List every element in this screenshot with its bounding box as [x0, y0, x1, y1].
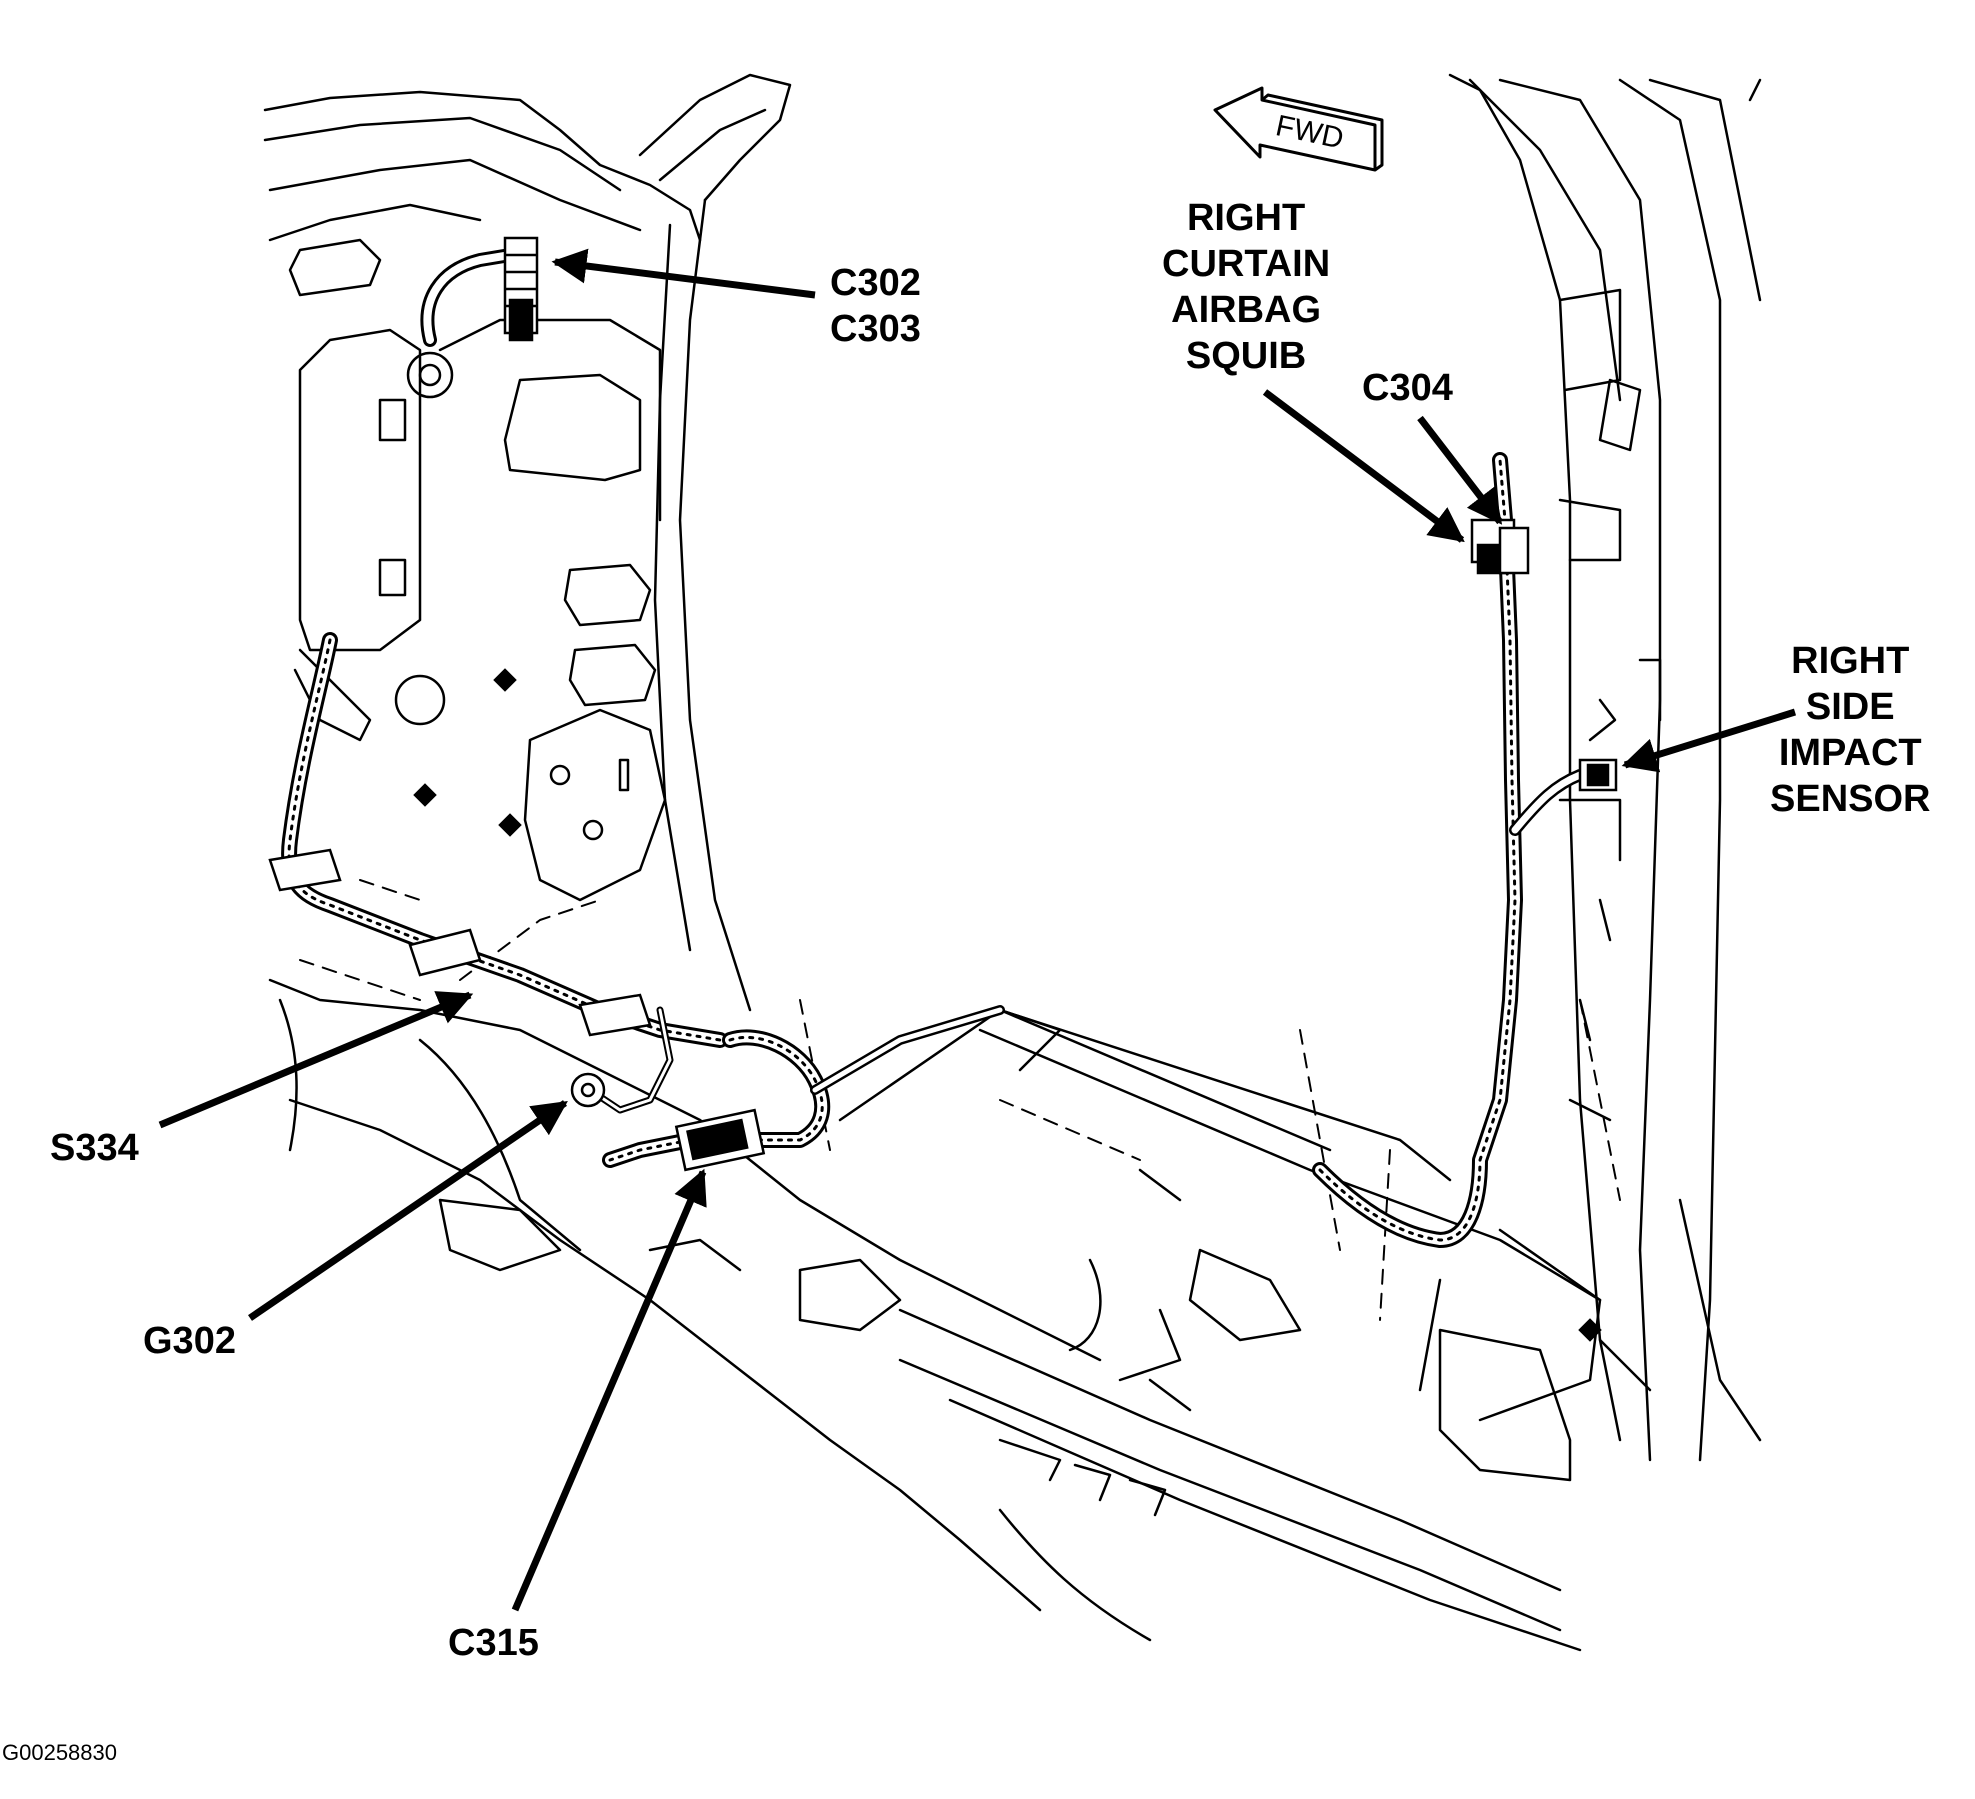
callout-c302-c303: C302 C303 [830, 260, 921, 352]
leader-right-side-impact-sensor [1621, 708, 1797, 773]
callout-c304: C304 [1362, 365, 1453, 411]
leader-c315 [511, 1168, 707, 1612]
label-line: SENSOR [1770, 778, 1931, 820]
label-s334: S334 [50, 1127, 139, 1169]
label-g302: G302 [143, 1320, 236, 1362]
fwd-arrow-icon: FWD [1213, 86, 1384, 172]
label-c304: C304 [1362, 367, 1453, 409]
leader-s334 [158, 991, 474, 1129]
callout-arrows [158, 248, 1797, 1612]
callout-g302: G302 [143, 1318, 236, 1364]
label-line: SIDE [1805, 686, 1895, 728]
leader-c304 [1417, 415, 1503, 525]
leader-c302 [551, 248, 816, 299]
connectors [268, 236, 1618, 1342]
callout-right-side-impact-sensor: RIGHT SIDE IMPACT SENSOR [1770, 638, 1930, 822]
label-line: SQUIB [1185, 335, 1307, 377]
figure-id: G00258830 [2, 1740, 117, 1765]
label-c303: C303 [830, 308, 921, 350]
label-line: AIRBAG [1171, 289, 1322, 331]
label-line: RIGHT [1186, 197, 1306, 239]
label-c302: C302 [830, 262, 921, 304]
callout-s334: S334 [50, 1125, 139, 1171]
label-c315: C315 [448, 1622, 539, 1664]
wiring-harness [281, 248, 1586, 1248]
callout-c315: C315 [448, 1620, 539, 1666]
label-line: RIGHT [1791, 640, 1910, 682]
leader-right-curtain-airbag-squib [1262, 389, 1465, 543]
leader-g302 [248, 1100, 568, 1321]
label-line: IMPACT [1778, 732, 1922, 774]
callout-right-curtain-airbag-squib: RIGHT CURTAIN AIRBAG SQUIB [1162, 195, 1330, 379]
vehicle-body-linework [263, 73, 1762, 1652]
label-line: CURTAIN [1162, 243, 1331, 285]
